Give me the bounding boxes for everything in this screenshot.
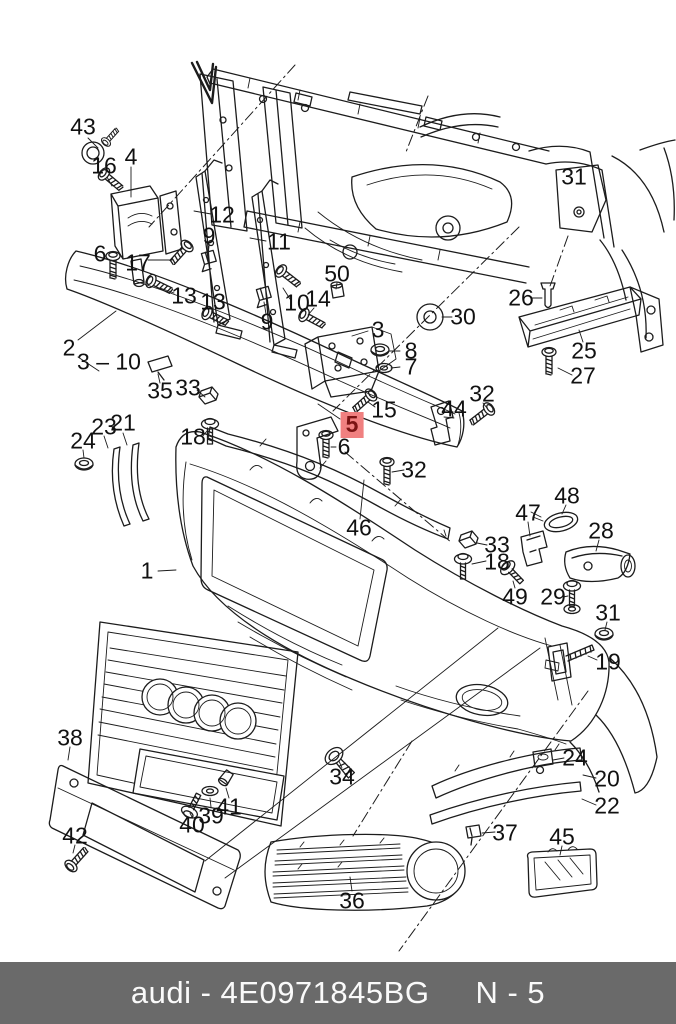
part-label-40: 40 bbox=[179, 811, 205, 838]
footer-bar: audi - 4E0971845BG N - 5 bbox=[0, 962, 676, 1024]
part-label-29: 29 bbox=[540, 583, 566, 610]
part-label-26: 26 bbox=[508, 284, 534, 311]
part-label-24: 24 bbox=[562, 744, 588, 771]
part-label-36: 36 bbox=[339, 887, 365, 914]
exploded-diagram-line-art bbox=[48, 60, 676, 952]
part-label-16: 16 bbox=[91, 152, 117, 179]
part-label-31: 31 bbox=[595, 599, 621, 626]
part-label-31: 31 bbox=[561, 163, 587, 190]
part-label-7: 7 bbox=[404, 353, 418, 380]
part-label-27: 27 bbox=[570, 362, 596, 389]
part-label-43: 43 bbox=[70, 113, 96, 140]
part-label-20: 20 bbox=[594, 765, 620, 792]
part-label-2: 2 bbox=[62, 334, 76, 361]
part-label-41: 41 bbox=[216, 793, 242, 820]
part-label-22: 22 bbox=[594, 792, 620, 819]
part-label-39: 39 bbox=[198, 802, 224, 829]
part-label-32: 32 bbox=[469, 380, 495, 407]
part-label-3-10: 3 – 10 bbox=[77, 348, 141, 375]
part-label-32: 32 bbox=[401, 456, 427, 483]
part-label-11: 11 bbox=[267, 228, 291, 255]
part-label-34: 34 bbox=[329, 763, 355, 790]
part-label-35: 35 bbox=[147, 377, 173, 404]
part-label-28: 28 bbox=[588, 517, 614, 544]
part-label-24: 24 bbox=[70, 427, 96, 454]
part-label-50: 50 bbox=[324, 260, 350, 287]
part-label-33: 33 bbox=[484, 531, 510, 558]
part-label-15: 15 bbox=[371, 396, 397, 423]
part-label-45: 45 bbox=[549, 823, 575, 850]
part-label-33: 33 bbox=[175, 374, 201, 401]
part-label-37: 37 bbox=[492, 819, 518, 846]
part-label-6: 6 bbox=[337, 433, 351, 460]
part-label-19: 19 bbox=[595, 648, 621, 675]
part-label-46: 46 bbox=[346, 514, 372, 541]
part-label-1: 1 bbox=[140, 557, 154, 584]
part-label-25: 25 bbox=[571, 337, 597, 364]
part-label-49: 49 bbox=[502, 583, 528, 610]
part-label-13: 13 bbox=[200, 288, 226, 315]
part-label-5-highlighted[interactable]: 5 bbox=[340, 412, 364, 438]
part-label-17: 17 bbox=[125, 249, 151, 276]
part-label-38: 38 bbox=[57, 724, 83, 751]
part-label-18: 18 bbox=[180, 423, 206, 450]
part-label-14: 14 bbox=[305, 285, 331, 312]
part-label-6: 6 bbox=[93, 240, 107, 267]
catalog-code: audi - 4E0971845BG bbox=[130, 975, 430, 1010]
part-label-44: 44 bbox=[441, 395, 467, 422]
part-label-12: 12 bbox=[209, 201, 235, 228]
page-code: N - 5 bbox=[475, 975, 546, 1010]
part-label-9: 9 bbox=[202, 222, 216, 249]
part-label-48: 48 bbox=[554, 482, 580, 509]
part-label-23: 23 bbox=[91, 413, 117, 440]
part-label-13: 13 bbox=[171, 282, 197, 309]
part-label-8: 8 bbox=[404, 337, 418, 364]
part-label-10: 10 bbox=[284, 289, 310, 316]
part-label-3: 3 bbox=[371, 316, 385, 343]
part-label-47: 47 bbox=[515, 499, 541, 526]
part-label-9: 9 bbox=[260, 308, 274, 335]
part-label-30: 30 bbox=[450, 303, 476, 330]
part-label-21: 21 bbox=[110, 409, 136, 436]
part-label-4: 4 bbox=[124, 143, 138, 170]
part-label-42: 42 bbox=[62, 822, 88, 849]
part-label-18: 18 bbox=[484, 548, 510, 575]
